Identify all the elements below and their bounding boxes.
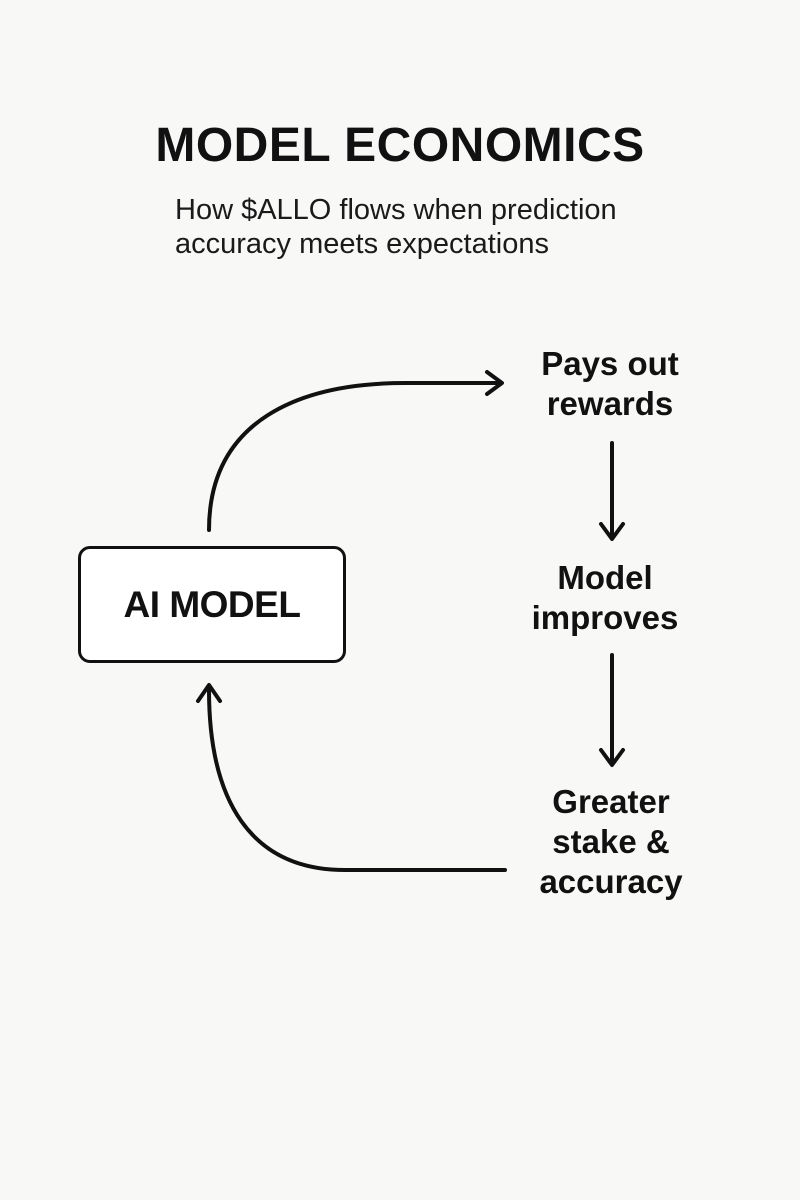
arrow-stake-to-model bbox=[196, 683, 507, 872]
node-model-improves: Model improves bbox=[485, 558, 725, 638]
node-stake-line-3: accuracy bbox=[539, 863, 683, 900]
node-stake-line-1: Greater bbox=[552, 783, 670, 820]
arrow-model-to-rewards bbox=[207, 370, 504, 532]
subtitle-line-1: How $ALLO flows when prediction bbox=[175, 194, 617, 226]
node-greater-stake-accuracy: Greater stake & accuracy bbox=[491, 782, 731, 902]
node-pays-out-rewards: Pays out rewards bbox=[490, 344, 730, 424]
page-subtitle: How $ALLO flows when prediction accuracy… bbox=[175, 193, 695, 261]
node-improves-line-1: Model bbox=[557, 559, 653, 596]
node-rewards-line-2: rewards bbox=[546, 385, 674, 422]
arrow-improves-to-stake bbox=[599, 653, 625, 767]
arrow-rewards-to-improves bbox=[599, 441, 625, 541]
subtitle-line-2: accuracy meets expectations bbox=[175, 228, 549, 260]
ai-model-box: AI MODEL bbox=[78, 546, 346, 663]
node-rewards-line-1: Pays out bbox=[541, 345, 679, 382]
node-improves-line-2: improves bbox=[531, 599, 679, 636]
page-title: MODEL ECONOMICS bbox=[155, 119, 645, 172]
node-stake-line-2: stake & bbox=[552, 823, 670, 860]
ai-model-label: AI MODEL bbox=[123, 583, 301, 625]
